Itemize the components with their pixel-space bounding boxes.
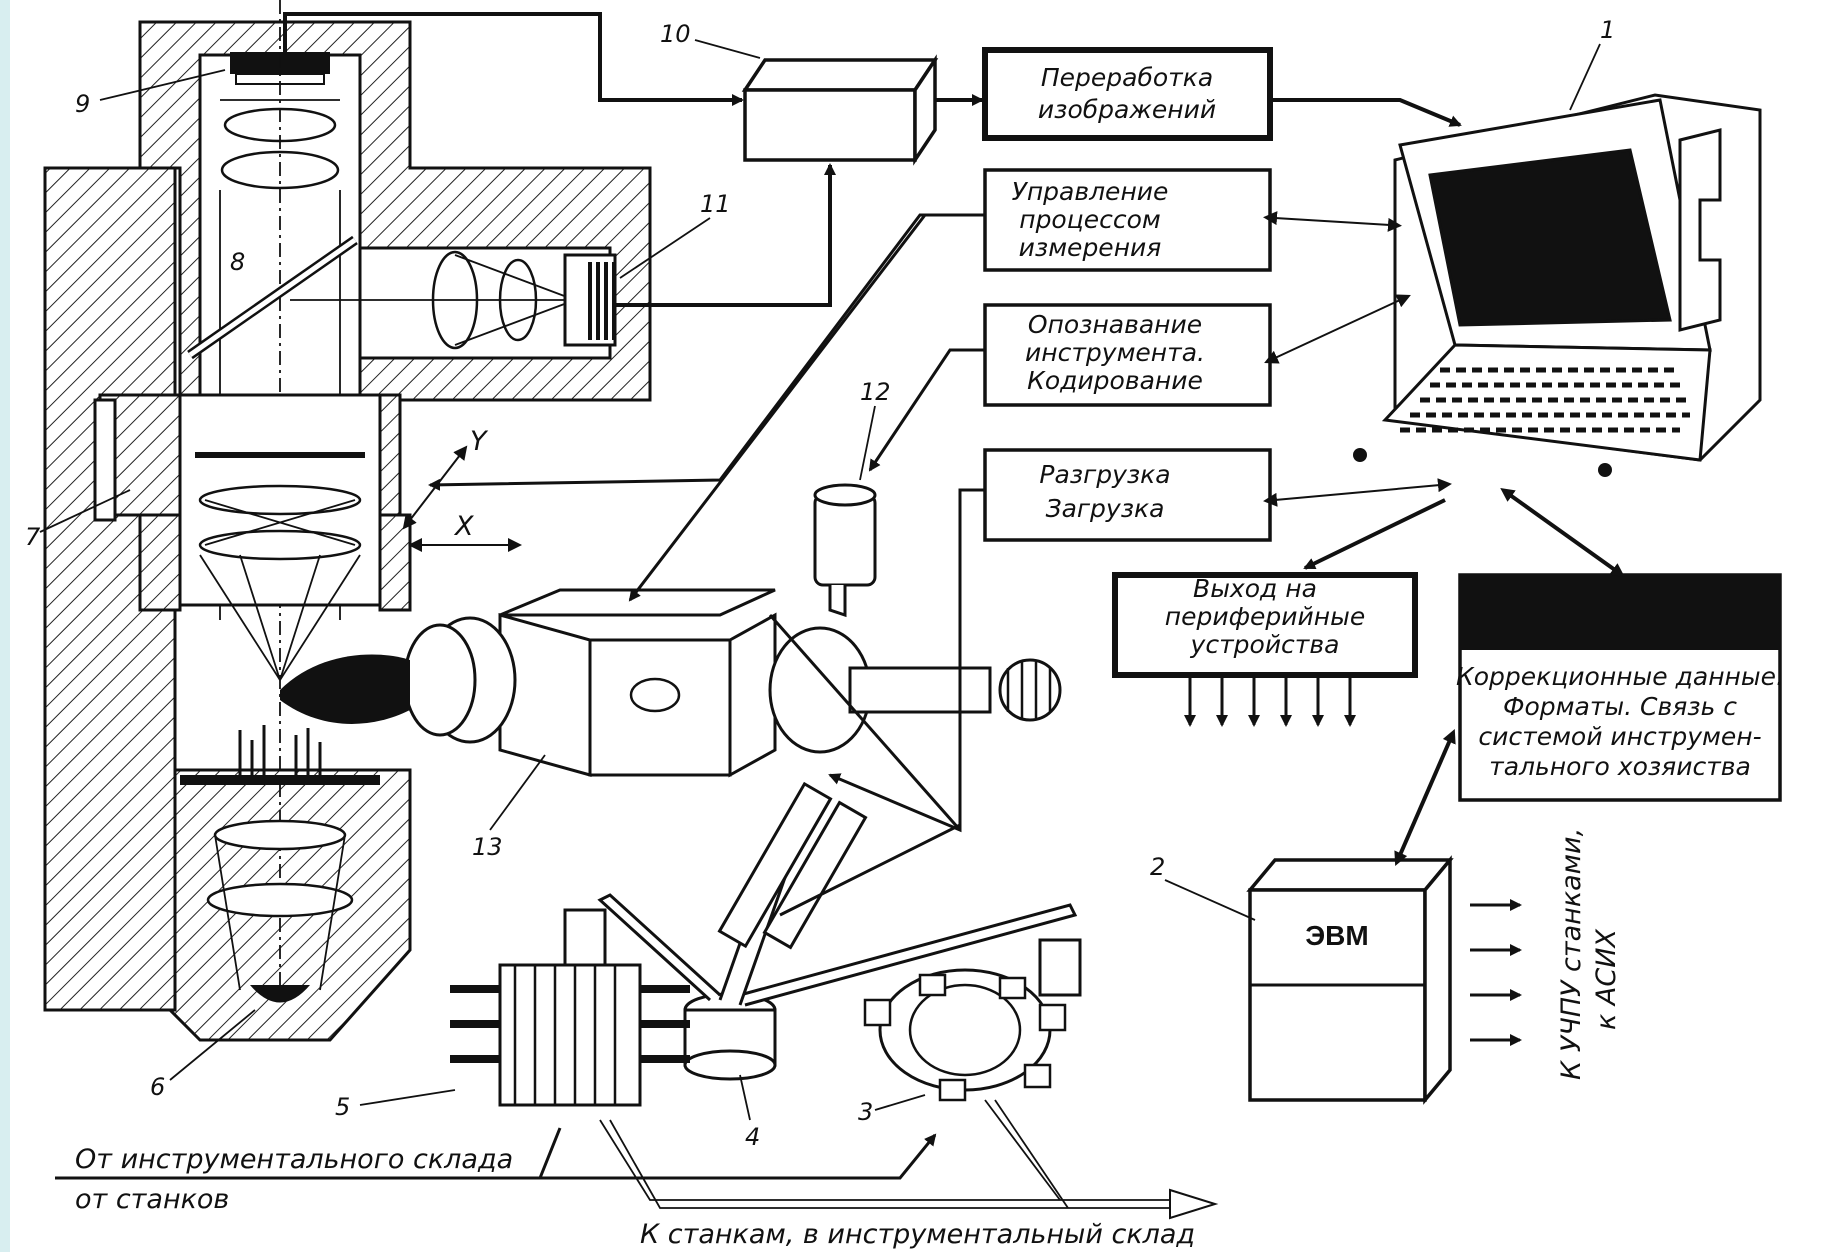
correction-data-line2: Форматы. Связь с [1503,692,1737,721]
unload-load-line2: Загрузка [1046,494,1165,523]
bottom-flows: От инструментального склада от станков К… [55,1100,1215,1250]
process-control-line2: процессом [1019,205,1161,234]
callout-12: 12 [860,378,891,406]
axis-y-label: Y [470,426,489,457]
machine-link-line1: К УЧПУ станками, [1556,828,1587,1080]
callout-4: 4 [745,1123,760,1151]
machine-link-line2: к АСИХ [1591,929,1622,1030]
image-processing-line1: Переработка [1041,63,1213,92]
unload-load-line1: Разгрузка [1039,460,1170,489]
callout-11: 11 [700,190,731,218]
callout-8: 8 [230,248,245,276]
callout-1: 1 [1600,16,1615,44]
callout-6: 6 [150,1073,165,1101]
correction-data-line3: системой инструмен- [1478,722,1761,751]
peripheral-output-line1: Выход на [1193,574,1317,603]
correction-data-line1: Коррекционные данные. [1456,662,1784,691]
from-store-label: От инструментального склада [75,1144,513,1175]
microscope-housing [45,0,650,1040]
process-control-line3: измерения [1019,233,1162,262]
image-processing-line2: изображений [1038,95,1216,124]
robot-and-magazines [450,784,1080,1105]
callout-9: 9 [75,90,90,118]
callout-10: 10 [660,20,691,48]
callout-13: 13 [472,833,503,861]
peripheral-arrows [1190,675,1350,725]
to-machines-label: К станкам, в инструментальный склад [640,1219,1195,1250]
process-control-box: Управление процессом измерения [985,170,1270,270]
box-10 [745,60,935,160]
process-control-line1: Управление [1012,177,1169,206]
tool-recognition-line1: Опознавание [1028,310,1202,339]
computer-block-2: ЭВМ К УЧПУ станками, к АСИХ [1250,828,1622,1100]
axis-x-label: X [453,511,474,542]
correction-data-line4: тального хозяиства [1489,752,1751,781]
image-processing-box: Переработка изображений [985,50,1270,138]
tool-recognition-line2: инструмента. [1025,338,1205,367]
callout-2: 2 [1150,853,1165,881]
callout-5: 5 [335,1093,350,1121]
computer-output-arrows [1470,905,1520,1040]
peripheral-output-box: Выход на периферийные устройства [1115,574,1415,725]
from-machines-label: от станков [75,1184,229,1215]
correction-data-box: Коррекционные данные. Форматы. Связь с с… [1456,575,1784,800]
peripheral-output-line2: периферийные [1165,602,1365,631]
callout-3: 3 [858,1098,873,1126]
computer-label: ЭВМ [1305,920,1368,951]
unload-load-box: Разгрузка Загрузка [985,450,1270,540]
tool-recognition-line3: Кодирование [1027,366,1203,395]
terminal-1 [1353,95,1760,477]
callout-7: 7 [25,523,41,551]
peripheral-output-line3: устройства [1190,630,1340,659]
tool-recognition-box: Опознавание инструмента. Кодирование [985,305,1270,405]
